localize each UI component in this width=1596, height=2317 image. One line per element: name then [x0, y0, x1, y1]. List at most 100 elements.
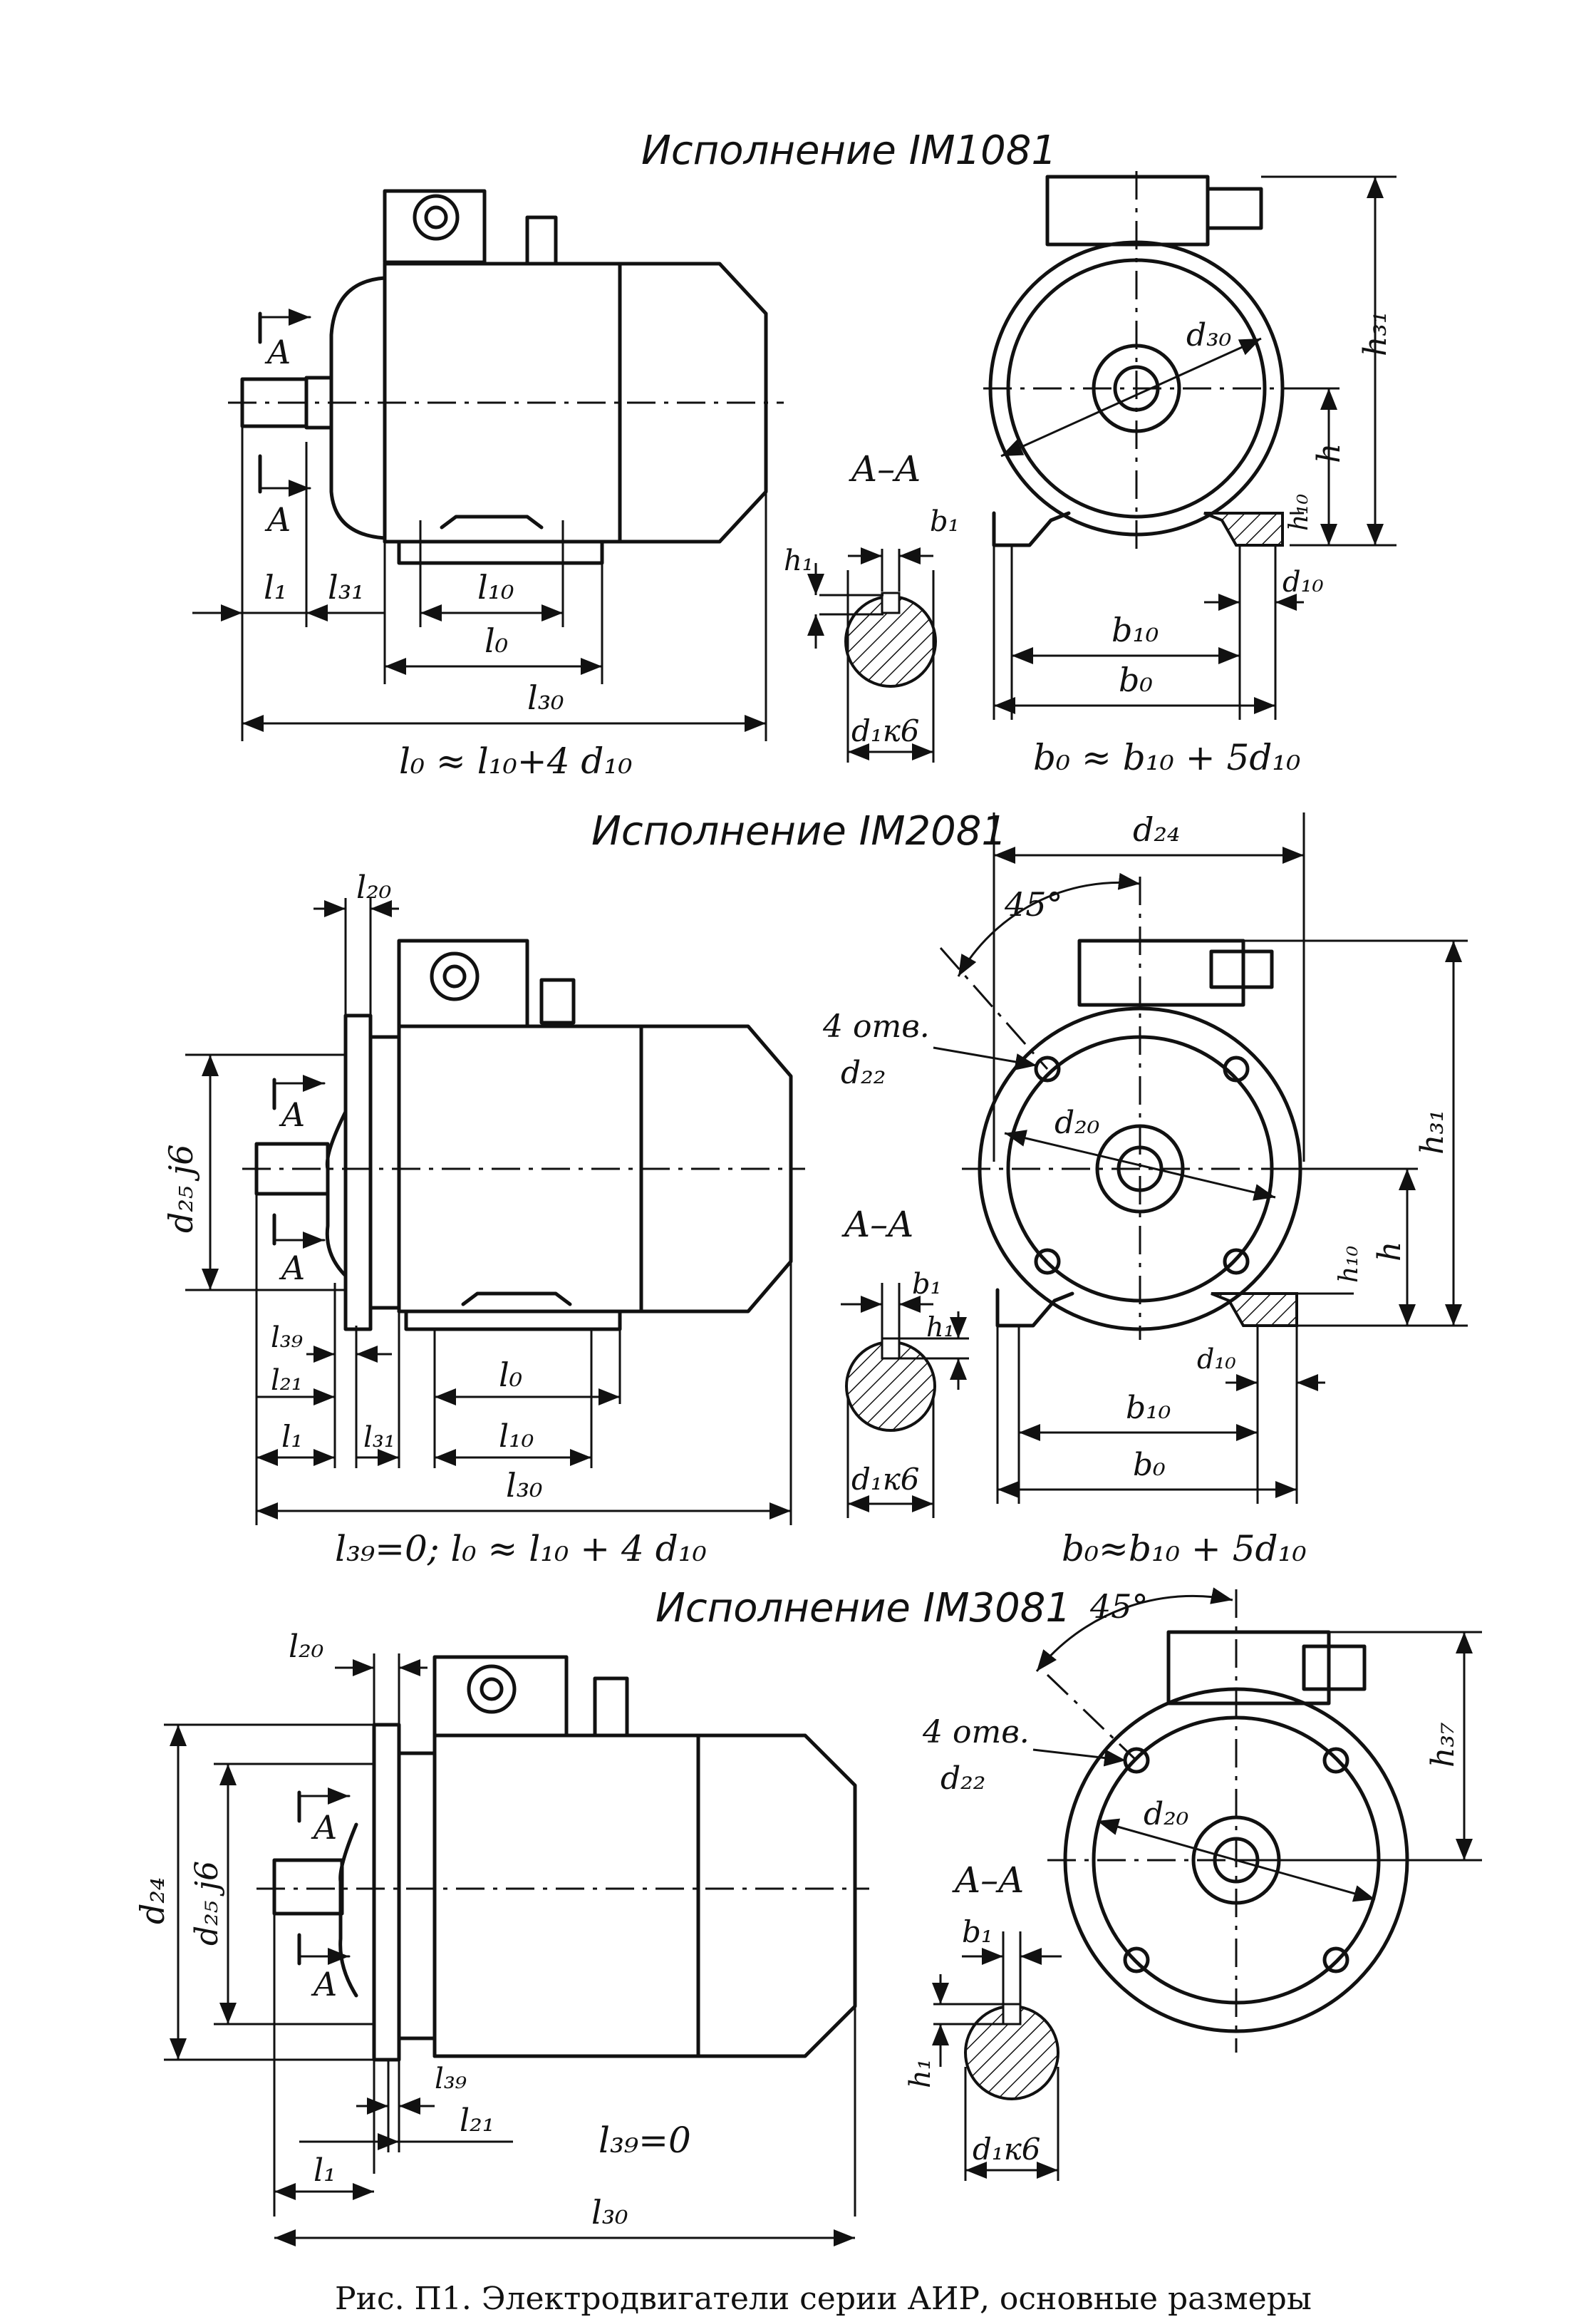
front-view-im2081: d₂₄ 45° 4 отв. d₂₂ d₂₀: [822, 810, 1468, 1569]
section-mark-a-top: A: [279, 1095, 305, 1134]
dim-l21: l₂₁: [460, 2102, 494, 2139]
dim-d20: d₂₀: [1144, 1796, 1189, 1832]
angle-45: 45°: [1089, 1587, 1149, 1626]
dim-d10: d₁₀: [1197, 1343, 1236, 1375]
formula-b0: b₀≈b₁₀ + 5d₁₀: [1062, 1528, 1307, 1569]
dim-b1: b₁: [962, 1914, 993, 1949]
dim-d1k6: d₁к6: [851, 1462, 920, 1497]
dim-l31: l₃₁: [363, 1421, 395, 1454]
flange: [372, 1723, 401, 2062]
section-aa-im3081: A–A b₁ h₁ d₁к6: [904, 1859, 1062, 2181]
front-view-im1081: d₃₀ h₃₁ h h₁₀ b₁₀ b₀ d₁₀ b₀ ≈ b₁₀ + 5d₁₀: [983, 171, 1396, 778]
feet: [404, 1309, 622, 1331]
formula-l0: l₀ ≈ l₁₀+4 d₁₀: [399, 740, 633, 782]
dim-l1: l₁: [264, 568, 287, 607]
dim-d22: d₂₂: [841, 1055, 886, 1091]
dim-l0: l₀: [499, 1356, 522, 1394]
front-view-im3081: 45° 4 отв. d₂₂ d₂₀ h₃₇: [922, 1587, 1482, 2053]
dim-l20: l₂₀: [289, 1629, 324, 1665]
dim-l1: l₁: [281, 1419, 303, 1454]
holes-count: 4 отв.: [922, 1714, 1030, 1750]
angle-45: 45°: [1004, 885, 1063, 924]
flange-hole: [1223, 1248, 1250, 1275]
section-im3081: Исполнение IM3081 A A l₂₀: [133, 1585, 1482, 2246]
section-label-aa: A–A: [952, 1859, 1024, 1901]
dim-h10: h₁₀: [1335, 1246, 1364, 1283]
terminal-box-front: [1077, 939, 1245, 1007]
dim-l0: l₀: [484, 621, 508, 660]
dim-h1: h₁: [926, 1311, 955, 1343]
terminal-box-front: [1045, 175, 1210, 247]
formula-b0: b₀ ≈ b₁₀ + 5d₁₀: [1033, 737, 1300, 778]
title-im3081: Исполнение IM3081: [656, 1585, 1071, 1631]
flange-hole: [1322, 1747, 1349, 1774]
section-aa-im2081: A–A d₁к6 b₁ h₁: [841, 1204, 969, 1518]
terminal-circle: [413, 194, 460, 241]
dim-d25j6: d₂₅ j6: [162, 1145, 200, 1233]
dim-l10: l₁₀: [499, 1418, 534, 1455]
dim-d22: d₂₂: [940, 1760, 985, 1797]
keyway: [881, 1337, 901, 1360]
dim-l30: l₃₀: [591, 2193, 628, 2231]
dim-l31: l₃₁: [328, 568, 365, 607]
dim-h: h: [1311, 443, 1347, 463]
lifting-eye: [525, 215, 558, 266]
holes-count: 4 отв.: [822, 1008, 930, 1045]
section-label-aa: A–A: [849, 448, 921, 490]
lifting-eye: [539, 978, 576, 1025]
dim-l1: l₁: [314, 2152, 336, 2189]
section-label-aa: A–A: [841, 1204, 913, 1245]
section-im1081: Исполнение IM1081 A A: [192, 128, 1396, 782]
section-mark-a-bottom: A: [279, 1249, 305, 1287]
dim-b0: b₀: [1119, 661, 1153, 699]
side-view-im1081: A A l₁ l₃₁ l₁₀ l₀ l₃₀ l₀ ≈ l₁₀+4 d₁₀: [192, 189, 784, 782]
flange-hole: [1034, 1248, 1061, 1275]
flange-hole: [1322, 1946, 1349, 1973]
section-mark-a-bottom: A: [311, 1965, 337, 2003]
flange-hole: [1223, 1056, 1250, 1083]
dim-l30: l₃₀: [506, 1466, 543, 1505]
section-mark-a-top: A: [264, 333, 291, 371]
motor-body: [432, 1733, 857, 2058]
dim-h10: h₁₀: [1285, 494, 1314, 531]
terminal-box-front: [1166, 1630, 1331, 1706]
dim-d24: d₂₄: [1133, 810, 1180, 849]
dim-b0: b₀: [1133, 1447, 1166, 1483]
section-im2081: Исполнение IM2081 A A l₂₀: [162, 808, 1468, 1569]
dim-b1: b₁: [930, 505, 960, 538]
dim-d1k6: d₁к6: [851, 713, 920, 748]
dim-b10: b₁₀: [1112, 611, 1159, 649]
dim-l20: l₂₀: [356, 869, 392, 906]
title-im1081: Исполнение IM1081: [641, 128, 1057, 174]
figure-caption: Рис. П1. Электродвигатели серии АИР, осн…: [335, 2281, 1312, 2317]
lifting-eye: [593, 1676, 629, 1738]
dim-l30: l₃₀: [527, 678, 564, 717]
side-view-im3081: A A l₂₀ d₂₄ d₂₅ j6: [133, 1629, 869, 2246]
dim-h37: h₃₇: [1425, 1722, 1461, 1768]
keyway: [1002, 2003, 1022, 2026]
dim-l10: l₁₀: [477, 568, 514, 607]
dim-h31: h₃₁: [1357, 311, 1394, 356]
dim-d10: d₁₀: [1282, 566, 1324, 599]
dim-d24: d₂₄: [133, 1877, 172, 1924]
section-aa-im1081: A–A d₁к6 h₁ b₁: [784, 448, 960, 763]
dim-h31: h₃₁: [1414, 1109, 1451, 1155]
dim-d20: d₂₀: [1054, 1105, 1100, 1141]
title-im2081: Исполнение IM2081: [591, 808, 1007, 855]
section-mark-a-bottom: A: [264, 500, 291, 539]
dim-d30: d₃₀: [1186, 317, 1232, 354]
dim-b10: b₁₀: [1126, 1390, 1171, 1426]
flange: [343, 1013, 373, 1331]
formula-l39: l₃₉=0: [598, 2120, 691, 2161]
foot-right: [1211, 1292, 1298, 1327]
section-mark-a-top: A: [311, 1808, 337, 1847]
flange-hole: [1123, 1946, 1150, 1973]
shaft-end: [272, 1858, 344, 1916]
foot-left: [995, 1288, 1074, 1328]
dim-l39: l₃₉: [435, 2063, 467, 2095]
dim-h: h: [1372, 1242, 1408, 1261]
dim-d25j6: d₂₅ j6: [189, 1861, 225, 1946]
end-shield: [329, 276, 387, 540]
